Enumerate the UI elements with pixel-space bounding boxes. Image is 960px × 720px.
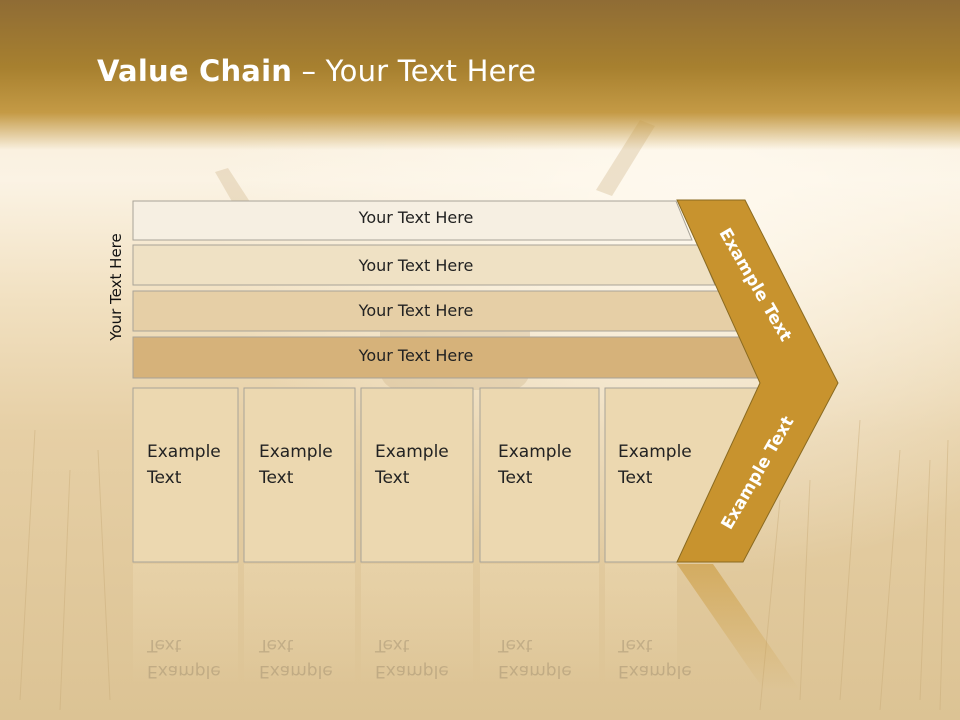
- column-box-2: [243, 387, 356, 563]
- diagram-reflection: [133, 564, 800, 690]
- column-reflection-3-line2: Text: [375, 635, 410, 655]
- column-reflection-4-line1: Example: [498, 661, 572, 681]
- column-reflection-4-line2: Text: [498, 635, 533, 655]
- column-reflection-2-line1: Example: [259, 661, 333, 681]
- title-rest: – Your Text Here: [292, 54, 537, 88]
- row-label-3: Your Text Here: [358, 301, 474, 320]
- column-label-3-line2: Text: [375, 468, 410, 488]
- column-label-5-line1: Example: [618, 442, 692, 462]
- column-reflection-1: Example Text: [147, 632, 221, 684]
- row-bar-1: [132, 200, 693, 241]
- column-label-4-line1: Example: [498, 442, 572, 462]
- column-label-4-line2: Text: [498, 468, 533, 488]
- page-title: Value Chain – Your Text Here: [97, 54, 536, 88]
- column-label-1-line1: Example: [147, 442, 221, 462]
- column-reflection-5: Example Text: [618, 632, 692, 684]
- column-box-3: [360, 387, 474, 563]
- column-reflection-2: Example Text: [259, 632, 333, 684]
- column-reflection-4: Example Text: [498, 632, 572, 684]
- column-reflection-5-line2: Text: [618, 635, 653, 655]
- column-label-2-line1: Example: [259, 442, 333, 462]
- column-label-1-line2: Text: [147, 468, 182, 488]
- column-reflection-3-line1: Example: [375, 661, 449, 681]
- column-label-5-line2: Text: [618, 468, 653, 488]
- column-label-2-line2: Text: [259, 468, 294, 488]
- title-banner: [0, 0, 960, 150]
- chevron-arrow: [676, 199, 839, 563]
- column-label-3-line1: Example: [375, 442, 449, 462]
- column-reflection-2-line2: Text: [259, 635, 294, 655]
- column-box-1: [132, 387, 239, 563]
- column-reflection-1-line1: Example: [147, 661, 221, 681]
- row-label-4: Your Text Here: [358, 346, 474, 365]
- column-box-4: [479, 387, 600, 563]
- column-reflection-3: Example Text: [375, 632, 449, 684]
- column-reflection-5-line1: Example: [618, 661, 692, 681]
- column-reflection-1-line2: Text: [147, 635, 182, 655]
- row-bar-2: [132, 244, 716, 286]
- side-label: Your Text Here: [107, 233, 125, 341]
- row-label-1: Your Text Here: [358, 208, 474, 227]
- row-label-2: Your Text Here: [358, 256, 474, 275]
- title-bold: Value Chain: [97, 54, 293, 88]
